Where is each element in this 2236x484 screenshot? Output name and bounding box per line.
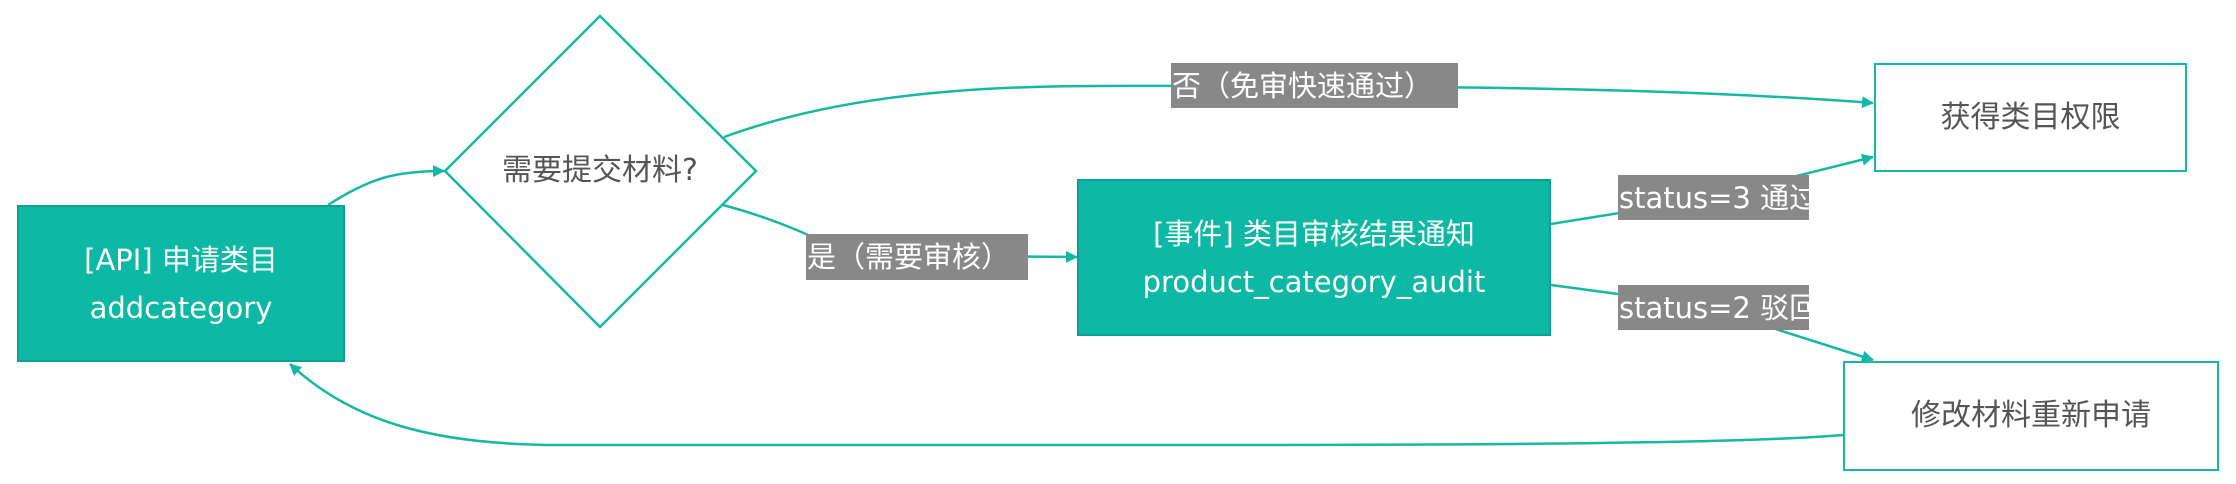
decision-diamond[interactable] — [443, 14, 758, 329]
node-api-subtitle: addcategory — [89, 290, 273, 325]
edge-api-to-decision — [327, 165, 445, 207]
edge-label-no: 否（免审快速通过） — [1171, 63, 1458, 108]
edge-label-rejected: status=2 驳回 — [1618, 285, 1818, 330]
node-api-title: [API] 申请类目 — [84, 242, 278, 277]
node-resubmit[interactable]: 修改材料重新申请 — [1843, 361, 2219, 471]
node-granted-label: 获得类目权限 — [1940, 99, 2121, 135]
node-api-addcategory[interactable]: [API] 申请类目 addcategory — [17, 205, 345, 362]
node-event-category-audit[interactable]: [事件] 类目审核结果通知 product_category_audit — [1077, 179, 1551, 336]
node-event-title: [事件] 类目审核结果通知 — [1153, 216, 1475, 251]
decision-label: 需要提交材料? — [502, 153, 698, 188]
edge-label-yes: 是（需要审核） — [806, 234, 1028, 280]
edge-resubmit-to-api — [289, 363, 1844, 447]
node-event-subtitle: product_category_audit — [1142, 264, 1486, 299]
edge-label-approved: status=3 通过 — [1618, 175, 1818, 220]
node-resubmit-label: 修改材料重新申请 — [1911, 398, 2151, 433]
node-granted[interactable]: 获得类目权限 — [1874, 63, 2187, 172]
